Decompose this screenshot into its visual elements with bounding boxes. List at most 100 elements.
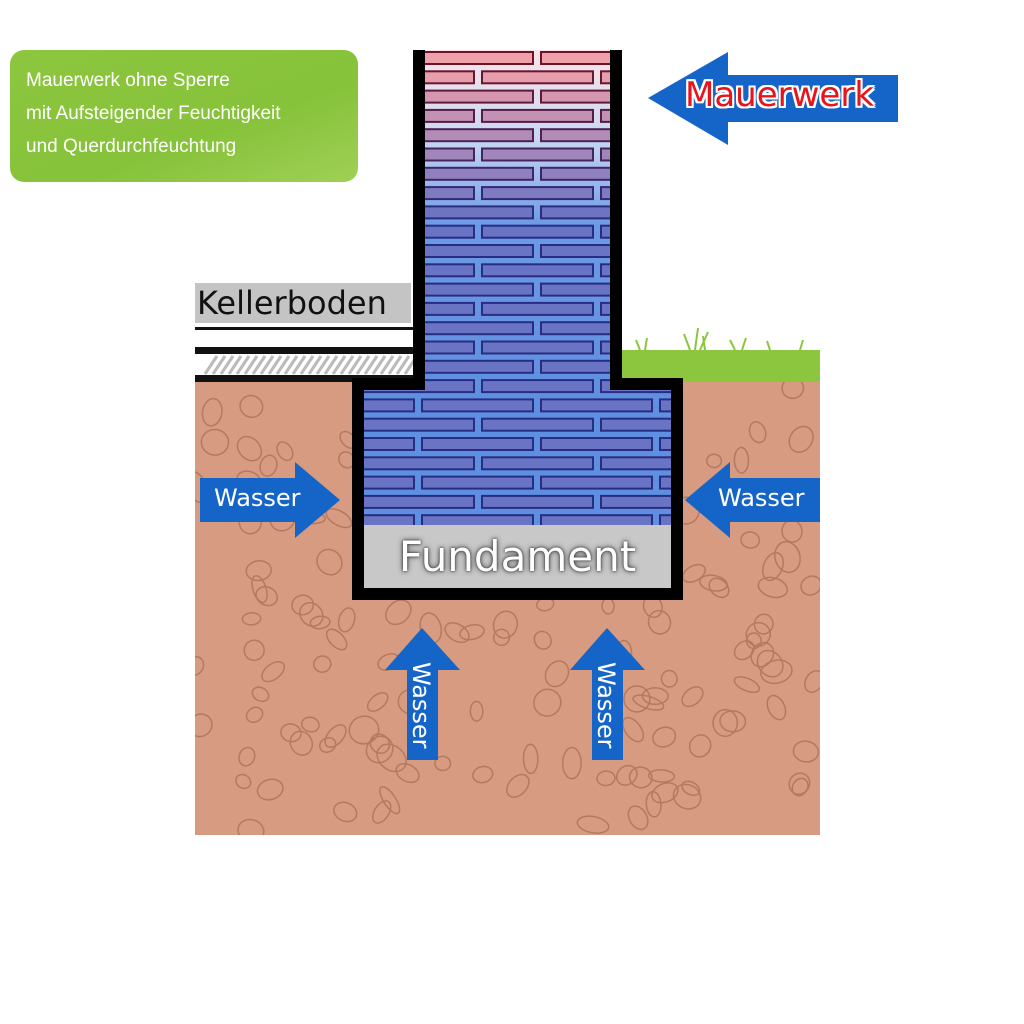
brick	[364, 514, 415, 529]
mauerwerk-label: Mauerwerk	[685, 75, 875, 115]
pebble	[472, 765, 494, 784]
brick	[481, 147, 594, 162]
brick	[481, 108, 594, 123]
pebble	[792, 740, 820, 763]
brick	[659, 282, 671, 297]
brick	[244, 264, 355, 276]
pebble	[201, 397, 223, 427]
wasser-arrow-up-right	[570, 628, 645, 760]
pebble	[313, 655, 332, 673]
brick	[184, 206, 295, 218]
pebble	[241, 612, 262, 626]
brick	[421, 166, 534, 181]
pebble	[760, 659, 793, 685]
mauerwerk-arrow	[648, 52, 898, 145]
info-line: Mauerwerk ohne Sperre	[26, 70, 230, 91]
brick	[421, 437, 534, 451]
pebble	[719, 710, 747, 733]
brick	[481, 417, 594, 432]
pebble	[261, 660, 286, 683]
brick	[421, 359, 534, 374]
brick	[659, 437, 671, 451]
brick	[421, 205, 534, 220]
info-line: mit Aufsteigender Feuchtigkeit	[26, 103, 281, 124]
pebble	[596, 770, 616, 787]
pebble	[627, 805, 649, 831]
brick	[364, 456, 475, 471]
pebble	[459, 624, 485, 641]
brick	[481, 224, 594, 239]
pebble	[688, 734, 712, 758]
brick	[421, 398, 534, 413]
brick	[421, 475, 534, 490]
pebble	[672, 783, 702, 810]
pebble	[733, 676, 761, 694]
brick	[481, 340, 594, 355]
brick	[481, 494, 594, 509]
brick	[540, 475, 653, 490]
brick	[600, 494, 671, 509]
pebble	[395, 762, 420, 784]
floor-hatching	[203, 355, 419, 375]
pebble	[195, 655, 205, 676]
pebble	[371, 800, 392, 824]
pebble	[259, 454, 278, 477]
brick	[540, 89, 653, 104]
pebble	[299, 602, 324, 627]
brick	[540, 244, 653, 258]
pebble	[348, 715, 380, 745]
brick	[481, 379, 594, 394]
pebble	[708, 577, 730, 599]
brick	[600, 417, 671, 432]
brick	[659, 205, 671, 220]
pebble	[256, 778, 284, 801]
pebble	[235, 773, 252, 790]
brick	[364, 244, 415, 258]
brick	[540, 282, 653, 297]
pebble	[544, 660, 570, 688]
brick	[540, 205, 653, 220]
brick	[659, 244, 671, 258]
pebble	[492, 628, 511, 647]
pebble	[309, 615, 331, 630]
pebble	[236, 435, 263, 462]
brick	[540, 321, 653, 336]
brick	[364, 475, 415, 490]
brick	[659, 398, 671, 413]
pebble	[623, 685, 651, 713]
pebble	[245, 706, 264, 724]
brick	[540, 437, 653, 451]
pebble	[652, 726, 677, 748]
brick	[540, 51, 653, 65]
pebble	[632, 694, 665, 711]
pebble	[733, 446, 750, 474]
pebble	[366, 692, 389, 712]
pebble	[245, 560, 272, 582]
wasser-label-up-right: Wasser	[592, 662, 620, 749]
pebble	[365, 735, 394, 764]
brick	[421, 128, 534, 143]
pebble	[681, 686, 704, 708]
pebble	[291, 594, 315, 616]
pebble	[745, 621, 772, 647]
brick	[540, 166, 653, 181]
pebble	[533, 688, 562, 717]
pebble	[469, 700, 484, 722]
pebble	[300, 716, 320, 733]
brick	[421, 321, 534, 336]
pebble	[533, 630, 552, 650]
brick	[364, 494, 475, 509]
pebble	[255, 585, 279, 607]
pebble	[712, 708, 739, 738]
pebble	[733, 640, 755, 661]
floor-line-mid	[195, 347, 413, 354]
wasser-label-up-left: Wasser	[407, 662, 435, 749]
wasser-arrow-up-left	[385, 628, 460, 760]
brick	[659, 475, 671, 490]
pebble	[647, 769, 676, 783]
brick	[659, 166, 671, 181]
pebble	[276, 441, 294, 462]
wasser-label-right: Wasser	[718, 484, 805, 512]
pebble	[376, 743, 407, 773]
pebble	[800, 575, 820, 596]
